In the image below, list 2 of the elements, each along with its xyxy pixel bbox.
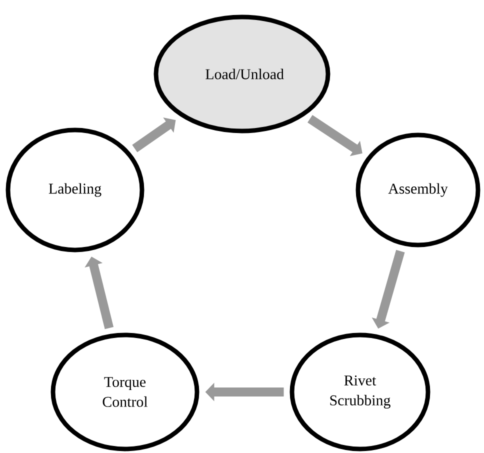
block-arrow [132,118,176,152]
block-arrow [84,256,114,330]
